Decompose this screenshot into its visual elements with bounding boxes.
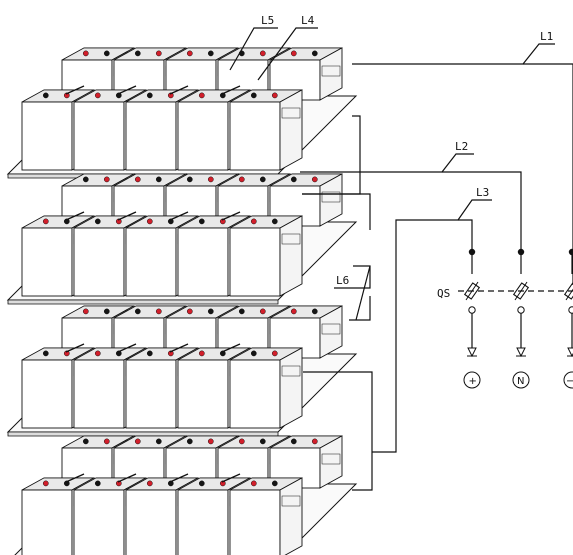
cable-l2 [300, 153, 474, 173]
battery-cell [229, 477, 303, 555]
battery-cell [229, 347, 303, 429]
cable-l1 [352, 43, 555, 65]
jumper-cable [221, 343, 241, 353]
svg-text:+: + [469, 376, 477, 387]
jumper-cable [65, 473, 85, 483]
battery-cell [229, 215, 303, 297]
battery-rack [6, 173, 358, 305]
terminal-negative: − [563, 371, 573, 389]
battery-rack [6, 305, 358, 437]
cable-rack2-rack3 [302, 193, 371, 230]
cable-l2-run [442, 171, 522, 252]
jumper-cable [169, 343, 189, 353]
jumper-cable [169, 473, 189, 483]
cable-l3 [372, 199, 492, 453]
label-l6: L6 [336, 274, 349, 287]
label-l3: L3 [476, 186, 489, 199]
jumper-cable [221, 85, 241, 95]
battery-racks [6, 47, 358, 555]
jumper-cable [117, 211, 137, 221]
leader-l4 [257, 27, 318, 81]
cable-l3-run [458, 219, 473, 252]
jumper-cable [117, 343, 137, 353]
switch-pole [512, 248, 530, 358]
jumper-cable [117, 473, 137, 483]
jumper-cable [117, 85, 137, 95]
wiring-lines [229, 27, 573, 491]
qs-switch [458, 248, 573, 358]
jumper-cable [221, 211, 241, 221]
cable-rack4 [352, 452, 373, 491]
jumper-cable [65, 343, 85, 353]
jumper-cable [65, 211, 85, 221]
terminal-positive: + [463, 371, 481, 389]
switch-pole [463, 248, 481, 358]
label-l4: L4 [301, 14, 315, 27]
leader-l6 [334, 265, 371, 289]
jumper-cable [65, 85, 85, 95]
svg-text:N: N [517, 376, 524, 387]
label-l1: L1 [540, 30, 553, 43]
leader-l5 [229, 27, 278, 71]
switch-pole [563, 248, 573, 358]
label-qs: QS [437, 287, 450, 300]
label-l2: L2 [455, 140, 468, 153]
jumper-cable [169, 211, 189, 221]
battery-rack [6, 47, 358, 179]
cable-rack3-link [349, 296, 371, 321]
battery-rack [14, 435, 358, 555]
battery-cell [229, 89, 303, 171]
terminal-neutral: N [512, 371, 530, 389]
label-l5: L5 [261, 14, 274, 27]
svg-text:−: − [566, 376, 573, 387]
jumper-cable [221, 473, 241, 483]
cable-rack3-rack4 [303, 371, 373, 452]
cable-l6 [355, 265, 371, 321]
jumper-cable [169, 85, 189, 95]
